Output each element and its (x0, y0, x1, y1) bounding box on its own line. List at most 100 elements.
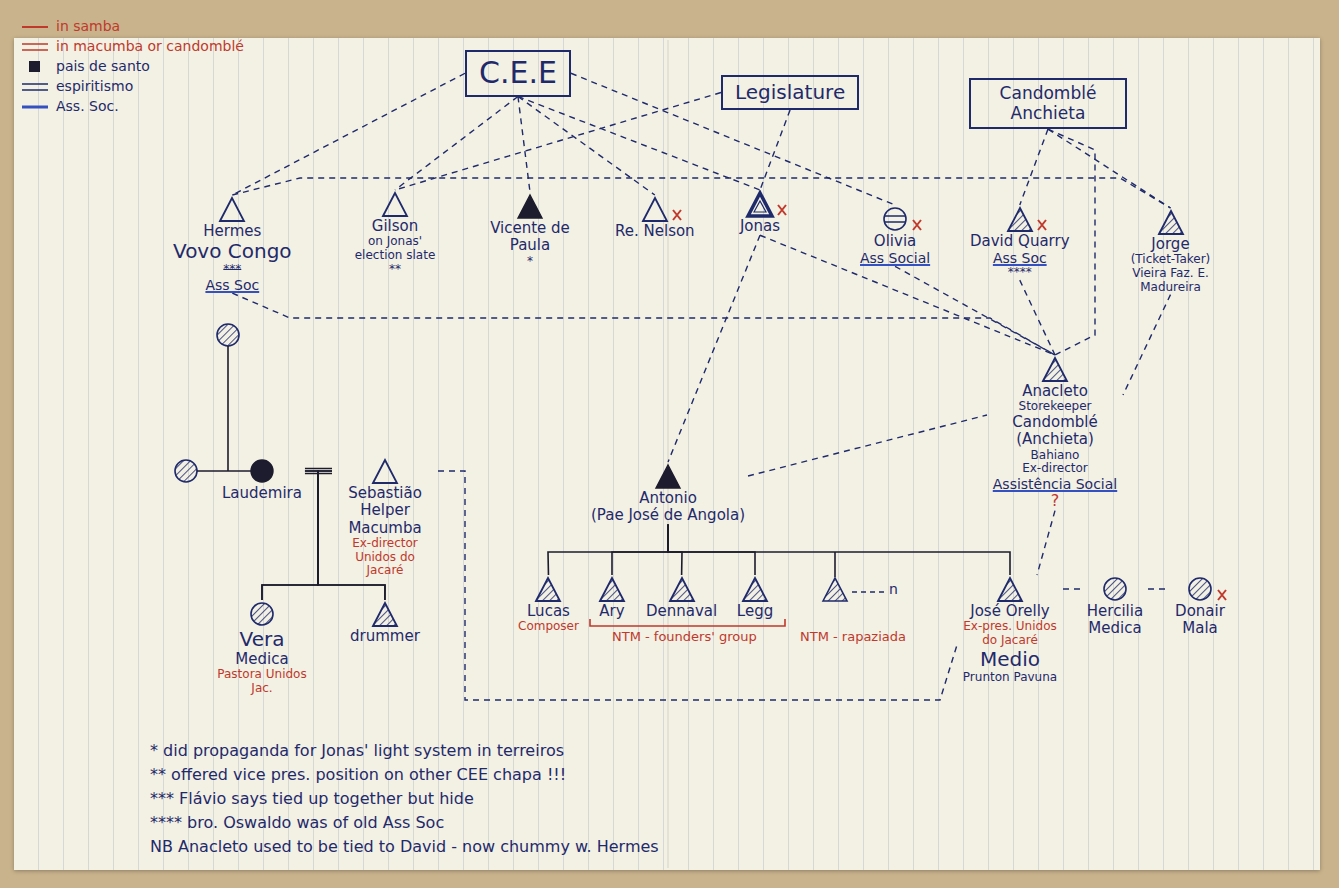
page-fold (668, 40, 669, 868)
kin-symbol (202, 195, 262, 223)
cross-mark (673, 210, 681, 220)
note-text: NTM - founders' group (612, 630, 757, 645)
connector-path (612, 525, 668, 576)
female-circle-hatched (251, 603, 273, 625)
kin-symbol (232, 600, 292, 628)
node-name: David Quarry (970, 233, 1070, 250)
node-note: ? (1051, 492, 1060, 510)
person-node: VeraMedicaPastora Unidos Jac. (214, 600, 310, 696)
male-triangle-hatched (998, 578, 1022, 601)
node-name: Jonas (740, 218, 780, 235)
legend-sample-blue-line (22, 106, 48, 109)
connector-path (760, 235, 1055, 355)
dashed-link (232, 293, 1055, 355)
dashed-link (1020, 129, 1048, 205)
kin-symbol (232, 457, 292, 485)
male-triangle-hatched (743, 578, 767, 601)
dashed-link (1048, 129, 1171, 208)
kin-symbol (1025, 355, 1085, 383)
group-bracket (590, 619, 785, 626)
node-name: Re. Nelson (615, 223, 695, 240)
dashed-continuation (852, 591, 884, 592)
person-node: Gilsonon Jonas' election slate** (342, 190, 448, 277)
person-node: HermesVovo Congo***Ass Soc (170, 195, 295, 293)
node-note: *** (223, 263, 241, 277)
male-triangle-hatched (1159, 211, 1183, 234)
person-node: LucasComposer (515, 575, 582, 634)
kin-symbol (730, 190, 790, 218)
kin-symbol (582, 575, 642, 603)
kin-symbol (1141, 208, 1201, 236)
connector-path (895, 266, 1055, 355)
legend-text: pais de santo (56, 58, 150, 74)
node-name: Sebastião (348, 485, 422, 502)
dashed-link (1020, 280, 1055, 355)
kin-symbol (1085, 575, 1145, 603)
dashed-link (760, 235, 1055, 355)
kin-line (668, 525, 755, 576)
connector-path (232, 73, 465, 195)
person-node: Vicente de Paula* (482, 192, 578, 268)
male-triangle (383, 193, 407, 216)
inner-triangle (754, 201, 766, 212)
node-note: Ass Soc (205, 277, 259, 293)
node-name: Legislature (735, 81, 845, 104)
note-text: *** Flávio says tied up together but hid… (150, 790, 474, 808)
kin-symbol (638, 462, 698, 490)
legend-sample-red-line (22, 26, 48, 28)
kin-symbol (725, 575, 785, 603)
male-triangle (823, 578, 847, 601)
node-name: Donair (1175, 603, 1225, 620)
institution-box: Candomblé Anchieta (969, 78, 1127, 129)
male-triangle-bold (748, 193, 772, 216)
kin-line (548, 525, 668, 576)
node-note: Prunton Pavuna (963, 671, 1057, 685)
legend-sample-double-line (22, 44, 48, 50)
dashed-link (518, 97, 760, 191)
kin-line (227, 346, 229, 471)
connector-path (1063, 588, 1082, 589)
note-text: NTM - rapaziada (800, 630, 906, 645)
legend-sample-double-line (22, 84, 48, 90)
node-name: Gilson (372, 218, 418, 235)
female-circle (884, 208, 906, 230)
connector-path (232, 293, 1055, 355)
node-note: Ex-pres. Unidos do Jacaré (960, 620, 1060, 648)
person-node: Legg (722, 575, 788, 620)
node-note: on Jonas' election slate (345, 235, 445, 263)
institution-box: C.E.E (465, 50, 571, 97)
node-note: Bahiano (1031, 449, 1080, 463)
female-circle-hatched (1189, 578, 1211, 600)
connector-path (1020, 129, 1048, 205)
connector-path (668, 525, 755, 576)
connector-path (668, 235, 760, 462)
node-note: Medica (1088, 620, 1141, 637)
male-triangle (373, 460, 397, 483)
kin-symbol (1170, 575, 1230, 603)
person-node: Dennaval (643, 575, 720, 620)
connector-path (668, 525, 682, 576)
male-triangle-hatched (1008, 208, 1032, 231)
dashed-link (895, 266, 1055, 355)
node-note: Storekeeper (1019, 400, 1092, 414)
node-name: Hercilia (1087, 603, 1143, 620)
dashed-link (1148, 589, 1167, 590)
node-note: **** (1008, 266, 1032, 280)
kin-line (834, 552, 836, 577)
female-circle-hatched (1104, 578, 1126, 600)
node-note: Ass Soc (993, 250, 1047, 266)
kin-symbol (355, 457, 415, 485)
person-node: Jorge(Ticket-Taker) Vieira Faz. E. Madur… (1115, 208, 1226, 295)
kin-symbol (990, 205, 1050, 233)
node-name: José Orelly (970, 603, 1050, 620)
connector-path (748, 415, 987, 476)
person-node: drummer (347, 600, 423, 645)
male-triangle-hatched (1043, 358, 1067, 381)
female-circle (175, 460, 197, 482)
male-triangle (220, 198, 244, 221)
connector-path (438, 471, 957, 700)
male-triangle-hatched (670, 578, 694, 601)
connector-path (232, 178, 1170, 208)
kin-symbol (980, 575, 1040, 603)
male-triangle (643, 198, 667, 221)
